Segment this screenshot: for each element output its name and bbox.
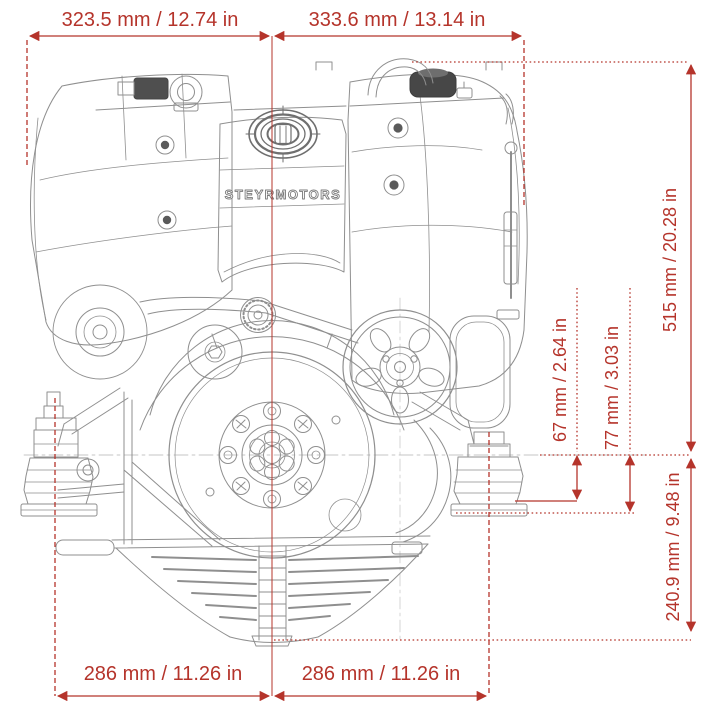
left-engine-mount: [20, 391, 98, 517]
engine-line-art: STEYRMOTORS: [20, 55, 649, 669]
dim-label-77: 77 mm / 3.03 in: [602, 326, 622, 450]
right-engine-mount: [450, 431, 528, 517]
cover-bolts: [155, 117, 409, 230]
center-cover: STEYRMOTORS: [217, 105, 347, 283]
dim-label-top-left: 323.5 mm / 12.74 in: [62, 9, 239, 31]
dimension-annotations: 323.5 mm / 12.74 in 333.6 mm / 13.14 in …: [26, 9, 697, 702]
dipstick: [496, 141, 520, 320]
intake-block: [133, 77, 169, 100]
coolant-hose: [367, 58, 434, 96]
mount-brackets: [57, 387, 509, 547]
belt: [261, 300, 353, 331]
left-valve-cover: [30, 73, 233, 346]
dim-label-bottom-right: 286 mm / 11.26 in: [302, 663, 461, 685]
steyr-logo-badge: [245, 105, 321, 163]
right-valve-cover: [347, 73, 528, 394]
dim-label-67: 67 mm / 2.64 in: [550, 318, 570, 442]
left-pulley: [52, 284, 148, 380]
dim-label-top-right: 333.6 mm / 13.14 in: [309, 9, 486, 31]
lifting-eye: [169, 75, 203, 109]
oil-pan: [55, 535, 431, 647]
right-canister: [391, 315, 511, 555]
dim-label-bottom-left: 286 mm / 11.26 in: [84, 663, 243, 685]
dim-label-height-lower: 240.9 mm / 9.48 in: [663, 472, 683, 621]
engine-brand-label: STEYRMOTORS: [225, 187, 342, 202]
belt-pulley: [139, 296, 458, 425]
top-fittings: [95, 58, 514, 125]
dim-label-height-upper: 515 mm / 20.28 in: [660, 188, 680, 332]
